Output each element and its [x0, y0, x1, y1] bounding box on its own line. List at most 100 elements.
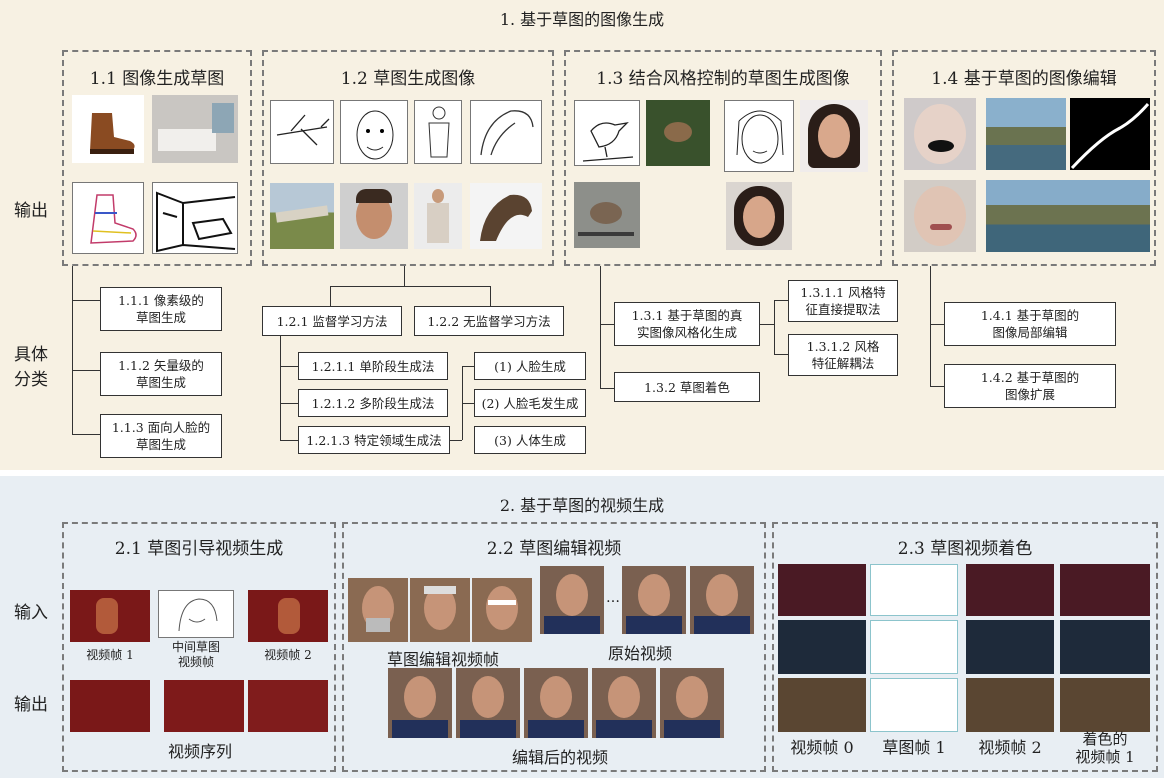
colored-frame-2-row-2	[966, 620, 1054, 674]
video-frame-2-caption: 视频帧 2	[264, 648, 312, 662]
airplane-photo	[270, 183, 334, 249]
edit-mask	[1070, 98, 1150, 170]
edited-video-frame-3	[524, 668, 588, 738]
edited-face-input	[904, 98, 976, 170]
bird-sketch	[574, 100, 640, 166]
colored-frame-2-row-1	[966, 564, 1054, 616]
row-label-category-1: 具体	[14, 345, 48, 365]
tree-line-1-1	[72, 266, 74, 434]
woman-face-sketch	[724, 100, 794, 172]
row-label-output: 输出	[14, 201, 48, 221]
panel-1-1: 1.1 图像生成草图	[62, 50, 252, 266]
woman-sketch	[414, 100, 462, 164]
mountain-lake-output	[986, 180, 1150, 252]
sketch-frame-1-row-2	[870, 620, 958, 674]
panel-2-2: 2.2 草图编辑视频	[342, 522, 766, 772]
bird-result-photo	[574, 182, 640, 248]
woman-photo	[414, 183, 462, 249]
colored-frame-0-row-2	[778, 620, 866, 674]
ibex-photo	[470, 183, 542, 249]
edited-frame-3	[472, 578, 532, 642]
video-frame-1-image	[70, 590, 150, 642]
panel-1-3-title: 1.3 结合风格控制的草图生成图像	[596, 69, 850, 89]
sketch-edit-frames-caption: 草图编辑视频帧	[386, 650, 499, 669]
tree-line-1-2	[404, 266, 406, 286]
edited-face-output	[904, 180, 976, 252]
result-frame-row-2	[1060, 620, 1150, 674]
sequence-frame-1	[70, 680, 150, 732]
edited-frame-1	[348, 578, 408, 642]
category-1-2-1-2: 1.2.1.2 多阶段生成法	[298, 389, 448, 417]
colored-frame-1-caption: 着色的 视频帧 1	[1075, 730, 1135, 766]
original-frame-3	[690, 566, 754, 634]
category-1-3-2: 1.3.2 草图着色	[614, 372, 760, 402]
boot-photo	[72, 95, 144, 163]
video-frame-0-caption: 视频帧 0	[790, 738, 854, 757]
edited-video-frame-5	[660, 668, 724, 738]
section-1-title: 1. 基于草图的图像生成	[499, 10, 665, 29]
category-1-2-1-1: 1.2.1.1 单阶段生成法	[298, 352, 448, 380]
category-1-2-1: 1.2.1 监督学习方法	[262, 306, 402, 336]
category-1-3-1-2: 1.3.1.2 风格 特征解耦法	[788, 334, 898, 376]
category-1-3-1: 1.3.1 基于草图的真 实图像风格化生成	[614, 302, 760, 346]
original-video-caption: 原始视频	[607, 644, 672, 663]
panel-1-3: 1.3 结合风格控制的草图生成图像	[564, 50, 882, 266]
woman-face-style-photo	[800, 100, 868, 172]
edited-video-caption: 编辑后的视频	[511, 748, 608, 767]
category-1-2-1-3: 1.2.1.3 特定领域生成法	[298, 426, 450, 454]
bedroom-photo	[152, 95, 238, 163]
panel-1-4: 1.4 基于草图的图像编辑	[892, 50, 1156, 266]
panel-2-3: 2.3 草图视频着色	[772, 522, 1158, 772]
sequence-frame-3	[248, 680, 328, 732]
edited-frame-2	[410, 578, 470, 642]
video-frame-2-caption-coloring: 视频帧 2	[978, 738, 1042, 757]
edited-video-frame-2	[456, 668, 520, 738]
category-1-4-2: 1.4.2 基于草图的 图像扩展	[944, 364, 1116, 408]
middle-sketch-frame-image	[158, 590, 234, 638]
edited-video-frame-4	[592, 668, 656, 738]
section-2-title: 2. 基于草图的视频生成	[499, 496, 665, 515]
original-frame-2	[622, 566, 686, 634]
colored-frame-2-row-3	[966, 678, 1054, 732]
original-frame-1	[540, 566, 604, 634]
row-label-output-video: 输出	[14, 695, 48, 715]
video-frame-2-image	[248, 590, 328, 642]
ellipsis-text: …	[606, 590, 620, 606]
sequence-frame-2	[164, 680, 244, 732]
bird-style-photo	[646, 100, 710, 166]
category-hair-generation: (2) 人脸毛发生成	[474, 389, 586, 417]
result-frame-row-3	[1060, 678, 1150, 732]
mountain-lake-input	[986, 98, 1066, 170]
face-sketch	[340, 100, 408, 164]
category-1-2-2: 1.2.2 无监督学习方法	[414, 306, 564, 336]
colored-frame-0-row-1	[778, 564, 866, 616]
row-label-input: 输入	[14, 603, 48, 623]
category-body-generation: (3) 人体生成	[474, 426, 586, 454]
airplane-sketch	[270, 100, 334, 164]
video-sequence-caption: 视频序列	[167, 742, 232, 761]
boot-sketch	[72, 182, 144, 254]
category-1-1-2: 1.1.2 矢量级的 草图生成	[100, 352, 222, 396]
panel-1-2: 1.2 草图生成图像	[262, 50, 554, 266]
category-1-1-1: 1.1.1 像素级的 草图生成	[100, 287, 222, 331]
sketch-frame-1-row-1	[870, 564, 958, 616]
panel-1-4-title: 1.4 基于草图的图像编辑	[931, 69, 1117, 89]
tree-line-1-3	[600, 266, 602, 388]
category-1-4-1: 1.4.1 基于草图的 图像局部编辑	[944, 302, 1116, 346]
panel-1-2-title: 1.2 草图生成图像	[340, 69, 476, 89]
colored-frame-0-row-3	[778, 678, 866, 732]
video-frame-1-caption: 视频帧 1	[86, 648, 134, 662]
category-face-generation: (1) 人脸生成	[474, 352, 586, 380]
panel-2-2-title: 2.2 草图编辑视频	[486, 539, 622, 559]
panel-2-1-title: 2.1 草图引导视频生成	[114, 539, 284, 559]
row-label-category-2: 分类	[14, 370, 48, 390]
ibex-sketch	[470, 100, 542, 164]
man-face-photo	[340, 183, 408, 249]
category-1-3-1-1: 1.3.1.1 风格特 征直接提取法	[788, 280, 898, 322]
category-1-1-3: 1.1.3 面向人脸的 草图生成	[100, 414, 222, 458]
woman-face-result-photo	[726, 182, 792, 250]
bedroom-sketch	[152, 182, 238, 254]
tree-line-1-4	[930, 266, 932, 386]
panel-1-1-title: 1.1 图像生成草图	[89, 69, 225, 89]
sketch-frame-1-caption: 草图帧 1	[882, 738, 946, 757]
